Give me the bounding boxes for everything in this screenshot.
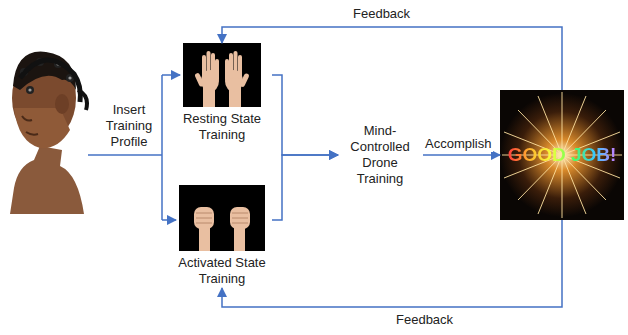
flow-arrow	[272, 75, 338, 155]
node-label: Mind-Controlled Drone Training	[340, 123, 420, 187]
picture-text: GOOD JOB!	[508, 144, 617, 166]
flow-arrow	[222, 27, 562, 90]
flow-arrow	[222, 220, 562, 307]
eeg-head-illustration	[0, 38, 92, 214]
open-hands-picture	[183, 43, 261, 107]
edge-label: Feedback	[351, 6, 412, 22]
drone-training-node: Mind-Controlled Drone Training	[340, 123, 420, 187]
edge-label: Accomplish	[423, 136, 493, 152]
edge-label: Feedback	[394, 312, 455, 328]
input-split-line	[88, 75, 180, 220]
activated-state-node: Activated State Training	[172, 185, 272, 287]
node-label: Activated State Training	[172, 255, 272, 287]
node-label: Resting State Training	[172, 111, 272, 143]
resting-state-node: Resting State Training	[172, 43, 272, 143]
flow-arrow	[272, 155, 338, 220]
fists-picture	[179, 185, 265, 251]
input-label: Insert Training Profile	[96, 102, 162, 150]
good-job-node: GOOD JOB!	[500, 90, 624, 220]
flow-arrow	[423, 154, 500, 156]
